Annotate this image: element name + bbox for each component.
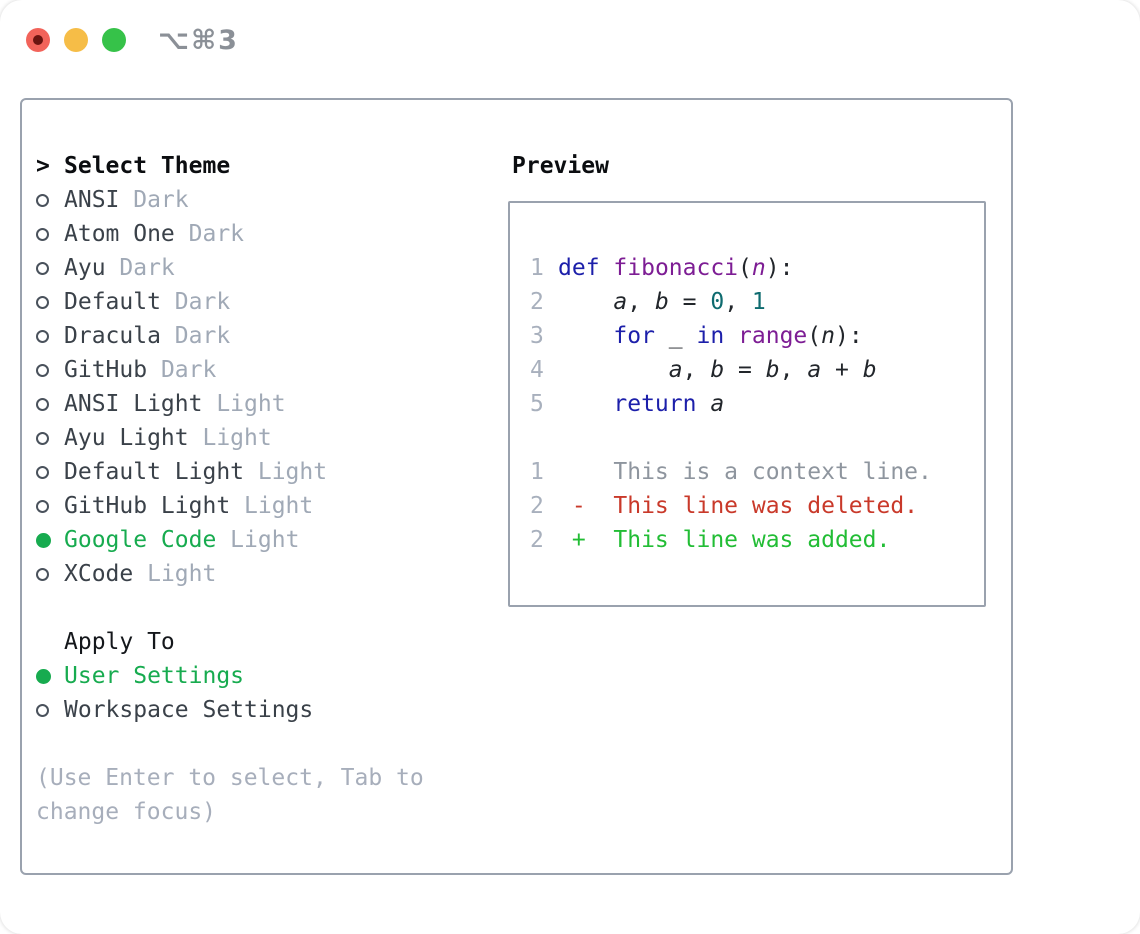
- theme-variant: Dark: [160, 289, 231, 315]
- diff-text: This is a context line.: [558, 459, 932, 485]
- apply-to-option[interactable]: Workspace Settings: [36, 693, 424, 727]
- theme-list-header: > Select Theme: [36, 149, 424, 183]
- code-text: a, b = 0, 1: [613, 289, 766, 315]
- line-number: 4: [530, 357, 544, 383]
- theme-variant: Dark: [105, 255, 175, 281]
- radio-icon[interactable]: [36, 295, 49, 309]
- theme-name: Dracula: [64, 323, 161, 349]
- maximize-button[interactable]: [102, 28, 126, 52]
- theme-option[interactable]: Google Code Light: [36, 523, 424, 557]
- theme-variant: Dark: [174, 221, 245, 247]
- radio-selected-icon[interactable]: [36, 532, 51, 548]
- prompt-icon: >: [36, 153, 50, 179]
- radio-icon[interactable]: [36, 567, 49, 581]
- line-number: 2: [530, 527, 544, 553]
- close-button[interactable]: [26, 28, 50, 52]
- titlebar: ⌥⌘3: [26, 24, 239, 56]
- theme-name: Ayu: [64, 255, 106, 281]
- theme-option[interactable]: Default Dark: [36, 285, 424, 319]
- line-number: 2: [530, 493, 544, 519]
- diff-preview: 1 This is a context line.2 - This line w…: [530, 455, 984, 557]
- theme-option[interactable]: ANSI Dark: [36, 183, 424, 217]
- close-dot-icon: [33, 35, 43, 45]
- minimize-button[interactable]: [64, 28, 88, 52]
- radio-icon[interactable]: [36, 703, 49, 717]
- theme-name: XCode: [64, 561, 134, 587]
- code-text: return a: [613, 391, 725, 417]
- radio-icon[interactable]: [36, 465, 49, 479]
- theme-variant: Light: [216, 527, 300, 553]
- line-number: 5: [530, 391, 544, 417]
- radio-icon[interactable]: [36, 499, 49, 513]
- radio-icon[interactable]: [36, 431, 49, 445]
- diff-text: - This line was deleted.: [558, 493, 919, 519]
- diff-line-context: 1 This is a context line.: [530, 455, 984, 489]
- radio-icon[interactable]: [36, 397, 49, 411]
- apply-to-option[interactable]: User Settings: [36, 659, 424, 693]
- code-text: a, b = b, a + b: [668, 357, 877, 383]
- theme-option[interactable]: Default Light Light: [36, 455, 424, 489]
- code-line: 4 a, b = b, a + b: [530, 353, 984, 387]
- diff-line-deleted: 2 - This line was deleted.: [530, 489, 984, 523]
- theme-option[interactable]: Atom One Dark: [36, 217, 424, 251]
- theme-option[interactable]: Ayu Dark: [36, 251, 424, 285]
- theme-option[interactable]: ANSI Light Light: [36, 387, 424, 421]
- theme-name: Default Light: [64, 459, 245, 485]
- theme-name: GitHub: [64, 357, 148, 383]
- theme-option[interactable]: Dracula Dark: [36, 319, 424, 353]
- radio-icon[interactable]: [36, 227, 49, 241]
- line-number: 1: [530, 459, 544, 485]
- line-number: 2: [530, 289, 544, 315]
- preview-title: Preview: [512, 153, 609, 179]
- theme-variant: Light: [230, 493, 314, 519]
- apply-to-header: Apply To: [36, 625, 424, 659]
- theme-list-title: Select Theme: [64, 153, 231, 179]
- radio-icon[interactable]: [36, 261, 49, 275]
- line-number: 3: [530, 323, 544, 349]
- theme-name: ANSI: [64, 187, 120, 213]
- apply-to-title: Apply To: [64, 629, 175, 655]
- radio-icon[interactable]: [36, 329, 49, 343]
- diff-text: + This line was added.: [558, 527, 891, 553]
- theme-variant: Light: [188, 425, 272, 451]
- theme-name: Default: [64, 289, 161, 315]
- diff-line-added: 2 + This line was added.: [530, 523, 984, 557]
- radio-icon[interactable]: [36, 193, 49, 207]
- theme-variant: Dark: [119, 187, 189, 213]
- code-text: for _ in range(n):: [613, 323, 863, 349]
- theme-name: Ayu Light: [64, 425, 189, 451]
- theme-option[interactable]: XCode Light: [36, 557, 424, 591]
- radio-selected-icon[interactable]: [36, 668, 51, 684]
- theme-name: ANSI Light: [64, 391, 203, 417]
- theme-variant: Light: [202, 391, 286, 417]
- theme-option[interactable]: Ayu Light Light: [36, 421, 424, 455]
- code-line: 2 a, b = 0, 1: [530, 285, 984, 319]
- apply-to-option-label: User Settings: [64, 663, 245, 689]
- code-line: 5 return a: [530, 387, 984, 421]
- theme-variant: Dark: [160, 323, 231, 349]
- code-line: 3 for _ in range(n):: [530, 319, 984, 353]
- theme-variant: Dark: [147, 357, 217, 383]
- radio-icon[interactable]: [36, 363, 49, 377]
- theme-name: Atom One: [64, 221, 175, 247]
- theme-option[interactable]: GitHub Light Light: [36, 489, 424, 523]
- window-shortcut-label: ⌥⌘3: [158, 24, 239, 56]
- theme-name: GitHub Light: [64, 493, 231, 519]
- theme-variant: Light: [244, 459, 328, 485]
- theme-option[interactable]: GitHub Dark: [36, 353, 424, 387]
- code-text: def fibonacci(n):: [558, 255, 794, 281]
- apply-to-option-label: Workspace Settings: [64, 697, 314, 723]
- theme-name: Google Code: [64, 527, 217, 553]
- code-line: 1 def fibonacci(n):: [530, 251, 984, 285]
- line-number: 1: [530, 255, 544, 281]
- theme-variant: Light: [133, 561, 217, 587]
